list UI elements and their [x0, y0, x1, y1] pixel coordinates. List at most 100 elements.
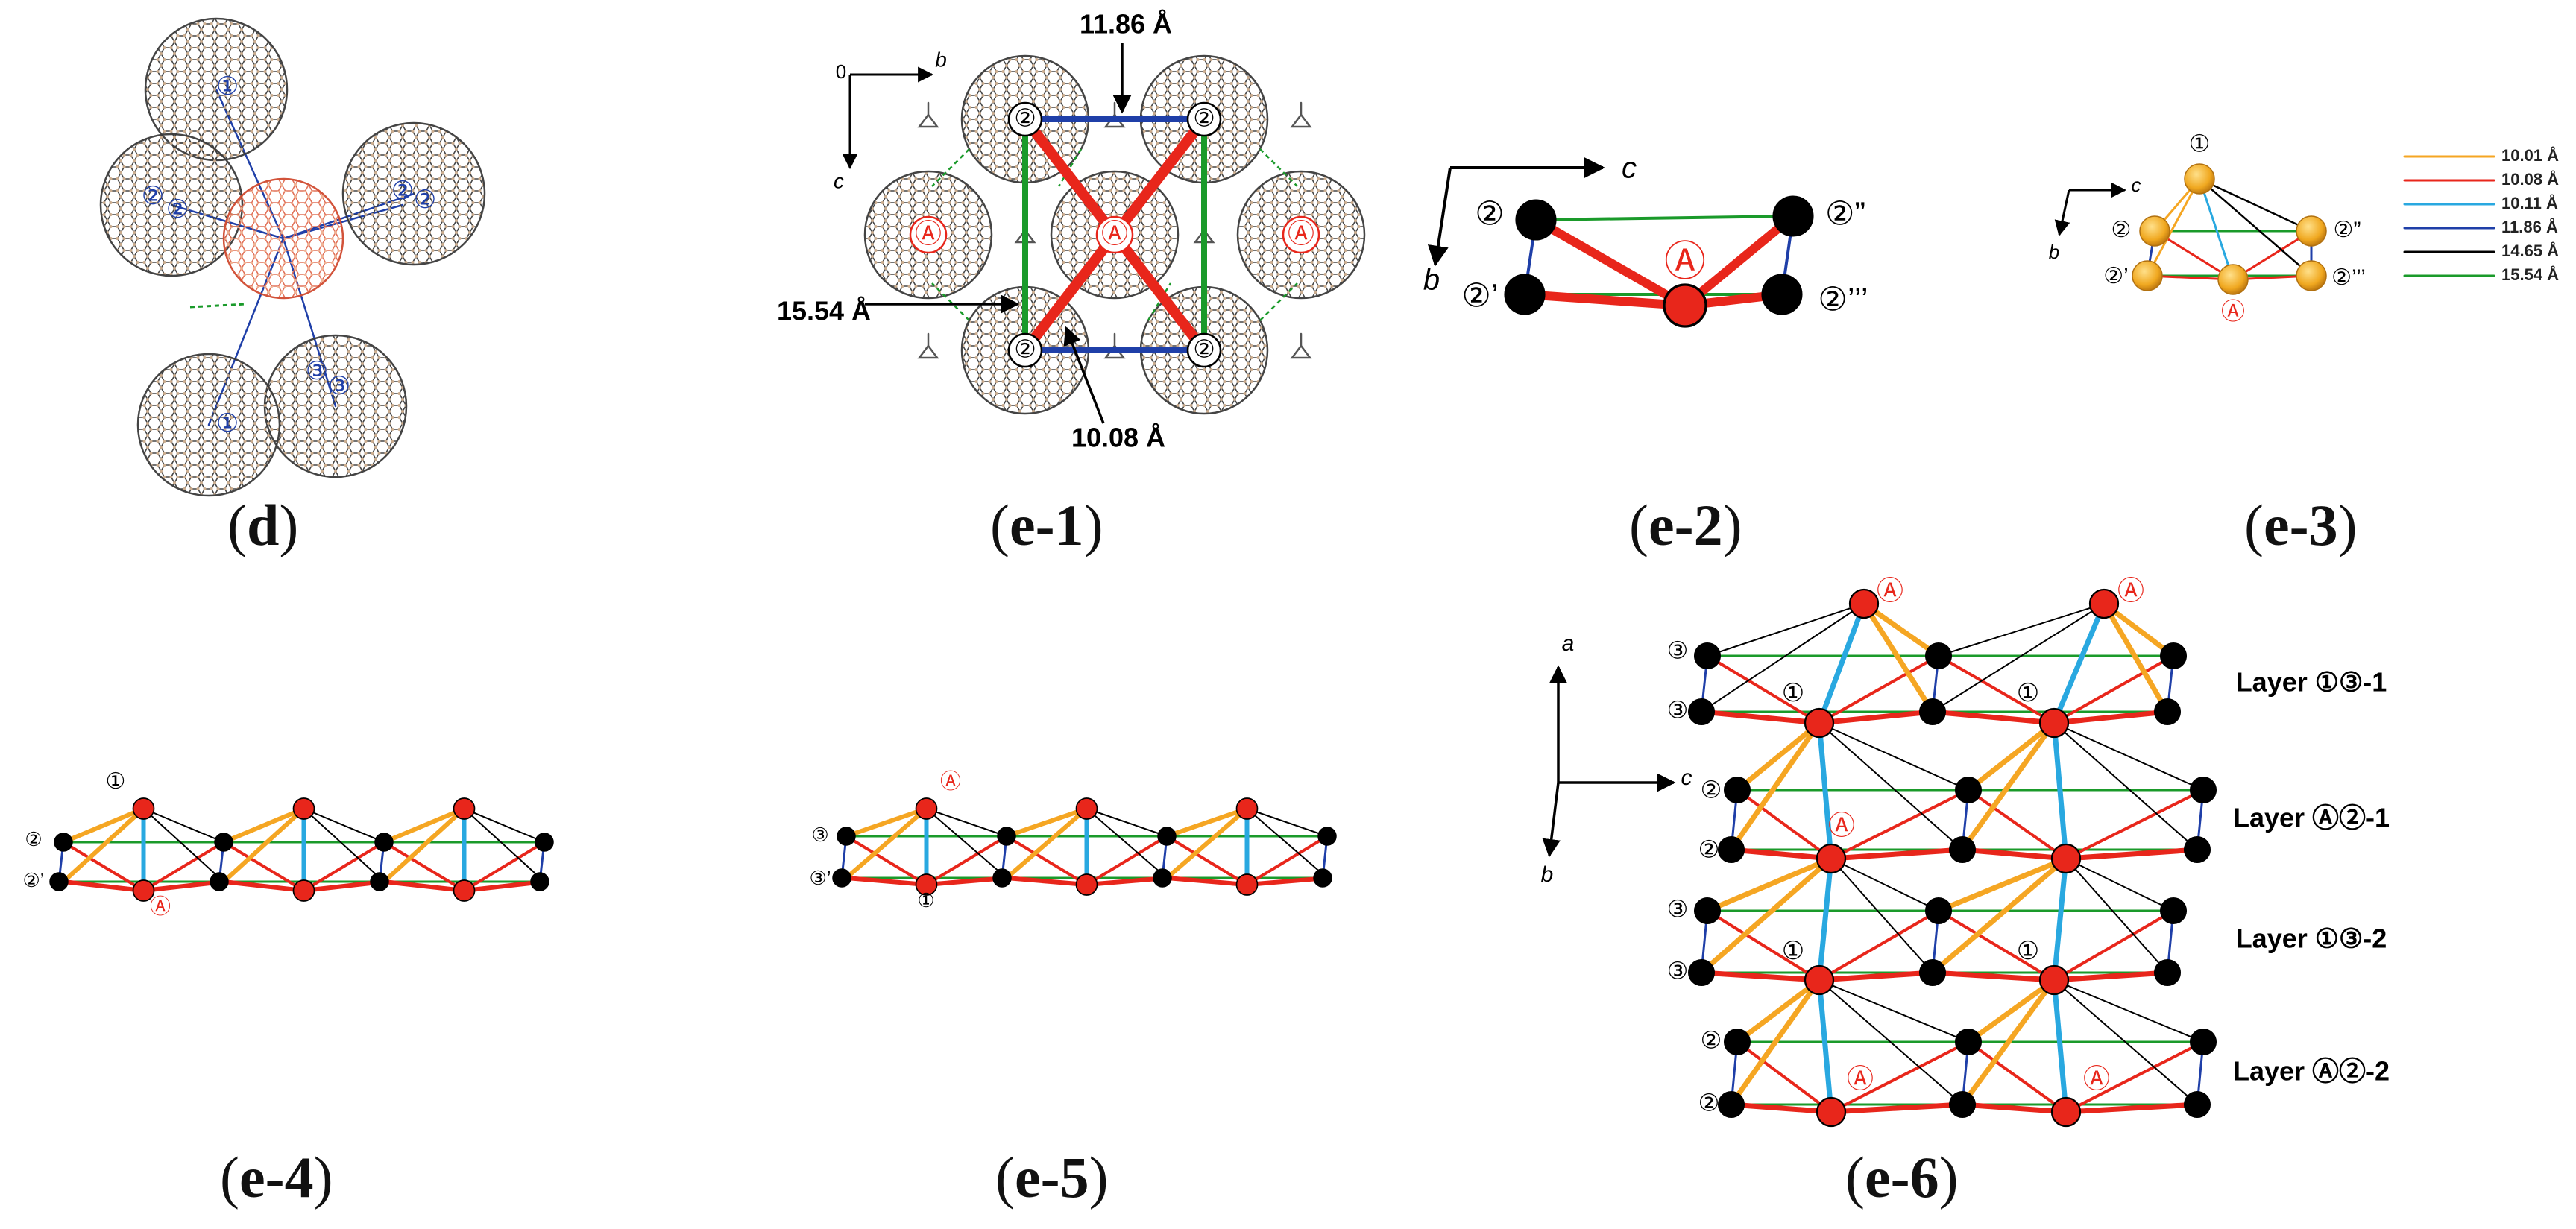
- bond-14.65: [925, 808, 1007, 879]
- dashed-contact: [189, 303, 247, 309]
- node-black: [535, 833, 554, 852]
- node-black: [1918, 958, 1947, 987]
- bond-10.08: [462, 841, 546, 892]
- bond-10.08: [1698, 709, 1822, 726]
- node-black: [2189, 776, 2217, 804]
- caption-e1: (e-1): [990, 493, 1103, 557]
- fullerene-ball: [2139, 215, 2170, 247]
- node-black: [1918, 698, 1947, 726]
- bond-10.01: [1965, 977, 2057, 1045]
- node-black: [2153, 698, 2182, 726]
- node-2: [1515, 199, 1557, 241]
- fullerene-ball: [2217, 264, 2249, 295]
- b-axis-arrow: [1542, 782, 1561, 858]
- caption-e4: (e-4): [220, 1145, 333, 1210]
- molecule-label: ②: [391, 177, 414, 205]
- bond-14.65: [2198, 177, 2313, 277]
- panel-e5: Ⓐ③③’①: [809, 769, 1337, 912]
- node-label: ①: [2017, 679, 2039, 707]
- bond-10.01: [61, 806, 146, 884]
- bond-10.01: [844, 806, 929, 838]
- layer-label: Layer ①③-2: [2236, 923, 2387, 954]
- legend-label: 10.11 Å: [2501, 193, 2558, 212]
- bond-10.08: [1706, 909, 1821, 982]
- node-label: ②: [1475, 196, 1504, 233]
- fullerene-ball: [2184, 163, 2215, 195]
- node-red: [453, 797, 476, 820]
- node-label: ②’’’: [2331, 265, 2366, 290]
- bond-14.65: [2053, 979, 2198, 1105]
- node-black: [1693, 897, 1722, 925]
- node-red: [132, 797, 155, 820]
- node-red: [915, 873, 938, 896]
- dashed-contact: [1259, 148, 1298, 187]
- bond-10.11: [1816, 856, 1834, 983]
- bond-14.65: [1830, 858, 1933, 973]
- label-ring: [909, 215, 948, 254]
- b-axis-label: b: [1541, 862, 1554, 887]
- c-axis-label: c: [2132, 174, 2141, 196]
- bond-10.11: [2198, 177, 2235, 281]
- node-black: [1313, 868, 1332, 888]
- node-red: [1804, 964, 1835, 996]
- legend-label: 10.01 Å: [2501, 145, 2559, 165]
- bond-10.11: [1816, 977, 1834, 1115]
- molecule-label: ③: [328, 372, 350, 400]
- node-red: [915, 797, 938, 820]
- bond-10.08: [2063, 847, 2200, 862]
- node-label: ②’: [22, 869, 44, 891]
- bond-10.01: [1734, 720, 1822, 793]
- node-black: [1723, 1028, 1751, 1056]
- node-black: [54, 833, 73, 852]
- bond-10.01: [1959, 977, 2057, 1108]
- node-label: ①: [106, 769, 126, 794]
- bond-14.65: [142, 808, 224, 882]
- bond-10.08: [1959, 1102, 2069, 1115]
- node-label: ③: [811, 824, 828, 846]
- node-red: [292, 879, 315, 902]
- node-label: ②’: [2103, 264, 2129, 288]
- bond-14.65: [2065, 858, 2168, 973]
- node-black: [1157, 827, 1177, 846]
- bond-10.08: [382, 841, 466, 892]
- bond-10.11: [1816, 601, 1867, 726]
- dashed-contact: [1259, 282, 1298, 321]
- bond-10.08: [1245, 835, 1329, 886]
- node-black: [1948, 835, 1977, 864]
- bond-14.65: [1701, 603, 1865, 713]
- layer-label: Layer ①③-1: [2236, 667, 2387, 698]
- node-red: [1816, 1096, 1847, 1128]
- node-black: [210, 872, 229, 891]
- distance-label: 10.08 Å: [1071, 423, 1165, 453]
- node-black: [2183, 1090, 2211, 1119]
- c-axis-label: c: [1681, 765, 1692, 790]
- bond-10.11: [2051, 601, 2107, 726]
- bond-10.01: [2146, 177, 2201, 277]
- node-red: [1075, 797, 1098, 820]
- node-black: [992, 868, 1012, 888]
- cation-fragment: [1290, 344, 1312, 359]
- node-label-A: Ⓐ: [1847, 1064, 1874, 1094]
- bond-14.65: [1932, 603, 2105, 713]
- bond-10.01: [1861, 601, 1936, 715]
- node-black: [832, 868, 851, 888]
- bond-10.08: [2053, 909, 2175, 982]
- caption-e6: (e-6): [1845, 1145, 1959, 1210]
- bond-10.08: [2053, 654, 2175, 724]
- bond-10.08: [1830, 789, 1970, 860]
- node-label: ②: [1701, 776, 1722, 803]
- a-axis-label: a: [1562, 631, 1575, 656]
- node-red: [2050, 843, 2082, 874]
- bond-10.01: [382, 806, 467, 884]
- node-label: ②: [1698, 1089, 1720, 1116]
- bond-10.01: [2101, 601, 2170, 715]
- legend-label: 10.08 Å: [2501, 169, 2559, 189]
- bond-10.08: [845, 835, 928, 886]
- node-black: [530, 872, 549, 891]
- node-red: [132, 879, 155, 902]
- legend-label: 11.86 Å: [2501, 217, 2558, 236]
- bond-14.65: [1246, 808, 1328, 837]
